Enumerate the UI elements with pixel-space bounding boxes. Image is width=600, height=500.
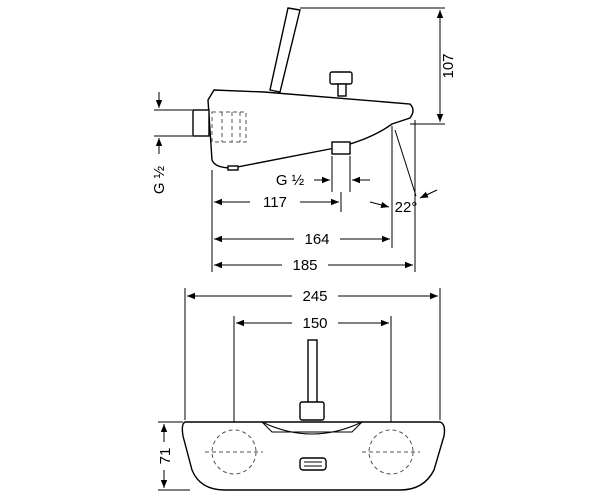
lever-base <box>299 401 325 421</box>
spout-body <box>207 89 414 169</box>
wall-inlet <box>192 109 210 137</box>
hidden-thread <box>211 111 247 143</box>
dim-185-label: 185 <box>292 257 317 274</box>
knob-stem <box>337 83 347 97</box>
dim-117-label: 117 <box>263 194 287 211</box>
dim-107-label: 107 <box>440 53 457 78</box>
front-view: 245 150 71 <box>155 286 446 491</box>
side-view: 107 G ½ G ½ 22° 117 164 185 <box>151 7 457 274</box>
lever-front <box>307 339 318 405</box>
thread-left-label: G ½ <box>151 165 168 194</box>
body-front <box>181 421 446 491</box>
bottom-inlet <box>331 141 351 155</box>
lever-handle <box>269 7 301 93</box>
thread-inlet-label: G ½ <box>276 172 305 189</box>
dim-71-label: 71 <box>157 448 174 465</box>
spout-outlet <box>299 457 327 471</box>
dim-164-label: 164 <box>304 231 329 248</box>
dim-245-label: 245 <box>302 288 327 305</box>
angle-label: 22° <box>395 199 418 216</box>
dim-150-label: 150 <box>302 315 327 332</box>
drain-nub <box>227 165 239 171</box>
diverter-knob <box>329 71 353 85</box>
